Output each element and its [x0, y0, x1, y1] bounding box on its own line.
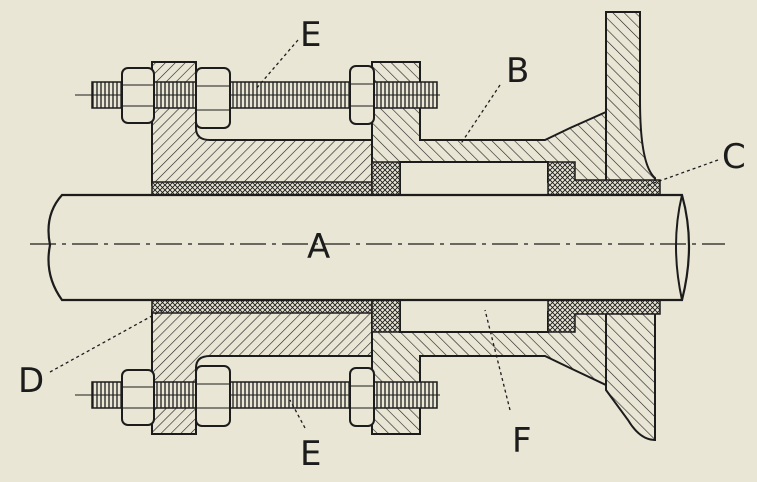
- nut-bottom-middle: [195, 365, 231, 427]
- gland-bush-bottom: [151, 299, 373, 314]
- nut-bottom-right: [349, 367, 375, 427]
- shaft: [47, 193, 691, 302]
- label-e-top: E: [300, 15, 321, 55]
- label-a: A: [307, 227, 330, 267]
- leader-c: [639, 159, 719, 189]
- nut-bottom-left: [121, 369, 155, 426]
- label-f: F: [512, 421, 532, 461]
- packing-top: [371, 161, 401, 196]
- leader-d: [49, 305, 171, 373]
- packing-bottom: [371, 299, 401, 333]
- gland-top: [151, 61, 373, 186]
- label-d: D: [18, 361, 44, 401]
- nut-top-right: [349, 65, 375, 125]
- label-e-bottom: E: [300, 434, 321, 474]
- nut-top-middle: [195, 67, 231, 129]
- shaft-break-right: [675, 194, 683, 301]
- leader-b: [459, 84, 501, 146]
- label-c: C: [722, 137, 746, 177]
- leader-e-bottom: [289, 399, 306, 429]
- nut-top-left: [121, 67, 155, 124]
- leader-f: [484, 309, 511, 411]
- label-b: B: [506, 51, 529, 91]
- leader-e-top: [254, 39, 299, 91]
- gland-bush-top: [151, 181, 373, 196]
